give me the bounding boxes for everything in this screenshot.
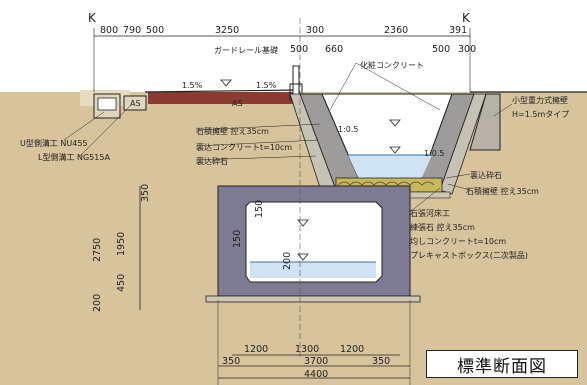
box-water: [250, 262, 376, 278]
dim-bottom-4400: 4400: [304, 369, 328, 380]
drawing-title: 標準断面図: [426, 350, 578, 378]
section-mark-as-2: AS: [232, 99, 243, 108]
marker-k-right: K: [462, 11, 471, 25]
dim-box-left-200: 200: [92, 294, 103, 312]
dim-bottom-1300: 1300: [295, 344, 319, 355]
road-pavement: [148, 92, 296, 104]
gravity-wall: [469, 93, 501, 151]
label-back-stone: 裏込砕石: [196, 156, 228, 166]
label-back-concrete: 裏込コンクリートt=10cm: [196, 142, 292, 152]
label-guardrail: ガードレール基礎: [214, 45, 278, 55]
label-back-stone-right: 裏込砕石: [470, 170, 502, 180]
dim-top-300a: 300: [306, 25, 324, 36]
channel-water: [348, 155, 432, 182]
dim-bottom-1200b: 1200: [340, 344, 364, 355]
label-gravity-wall-h: H=1.5mタイプ: [512, 110, 569, 119]
dim-box-inner-150a: 150: [254, 200, 265, 218]
label-edge-stone: 練張石 控え35cm: [410, 222, 475, 232]
label-gravity-wall: 小型重力式擁壁: [512, 95, 568, 105]
dim-box-left-450: 450: [116, 274, 127, 292]
dim-bottom-3700: 3700: [304, 356, 328, 367]
dim-top-500a: 500: [146, 25, 164, 36]
dim-top-660: 660: [325, 44, 343, 55]
guardrail-post: [292, 65, 300, 97]
label-precast-box: プレキャストボックス(二次製品): [410, 250, 528, 260]
dim-top-300b: 300: [458, 44, 476, 55]
label-masonry-right: 石積擁壁 控え35cm: [466, 186, 539, 196]
dim-top-3250: 3250: [215, 25, 239, 36]
dim-box-left-1950: 1950: [116, 232, 127, 256]
slope-ratio-left: 1:0.5: [338, 125, 359, 134]
dim-top-800: 800: [100, 25, 118, 36]
dim-top-391: 391: [449, 25, 467, 36]
label-level-concrete: 均しコンクリートt=10cm: [410, 236, 506, 246]
dim-box-inner-150b: 150: [232, 230, 243, 248]
section-mark-as-1: AS: [130, 99, 141, 108]
slope-label-right: 1.5%: [256, 81, 277, 90]
slope-ratio-right: 1:0.5: [424, 149, 445, 158]
box-base: [205, 295, 421, 303]
label-l-drain: L型側溝工 NG515A: [38, 152, 110, 162]
dim-box-left-2750: 2750: [92, 238, 103, 262]
dim-top-500c: 500: [432, 44, 450, 55]
dim-top-790: 790: [123, 25, 141, 36]
dim-box-left-350: 350: [140, 184, 151, 202]
dim-box-inner-200: 200: [282, 252, 293, 270]
back-stone-right: [439, 93, 487, 195]
dim-bottom-350a: 350: [222, 356, 240, 367]
label-concrete: 化粧コンクリート: [360, 60, 424, 70]
dim-top-2360: 2360: [384, 25, 408, 36]
label-bed-stone: 石張河床工: [410, 208, 450, 218]
dim-bottom-1200a: 1200: [244, 344, 268, 355]
label-u-drain: U型側溝工 NU455: [20, 138, 88, 148]
marker-k-left: K: [88, 11, 97, 25]
slope-label-left: 1.5%: [182, 81, 203, 90]
dim-top-500b: 500: [290, 44, 308, 55]
label-masonry: 石積擁壁 控え35cm: [196, 126, 269, 136]
dim-bottom-350b: 350: [372, 356, 390, 367]
